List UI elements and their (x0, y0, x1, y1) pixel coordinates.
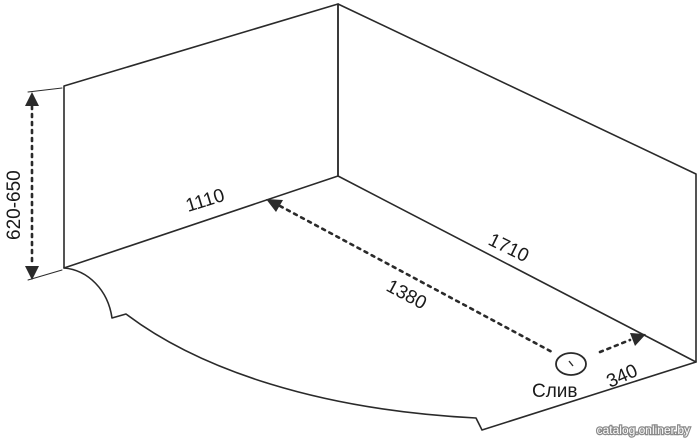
right-wall (337, 3, 697, 363)
drain-icon (555, 352, 587, 376)
watermark: catalog.onliner.by (597, 423, 690, 437)
label-drain: Слив (532, 381, 578, 402)
label-long-side: 1710 (485, 230, 532, 267)
left-wall (63, 3, 339, 269)
label-drain-offset: 340 (603, 360, 641, 392)
label-height: 620-650 (4, 170, 25, 240)
watermark-outline: catalog.onliner.by (597, 423, 690, 437)
front-rim (63, 267, 697, 431)
drain-offset-dimension (598, 333, 646, 354)
inner-length-dimension (266, 199, 554, 354)
height-dimension (25, 87, 63, 281)
label-short-side: 1110 (183, 185, 227, 217)
